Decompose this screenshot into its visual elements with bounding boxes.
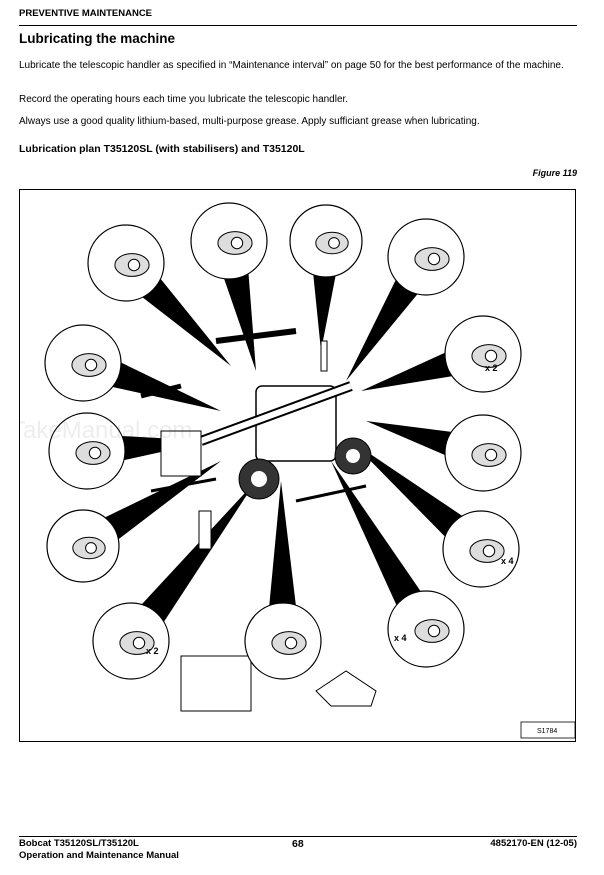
grease-nipple-icon bbox=[84, 358, 98, 372]
grease-nipple-icon bbox=[484, 349, 498, 363]
cylinder-part bbox=[295, 484, 367, 503]
callout-quantity: x 4 bbox=[501, 556, 514, 566]
paragraph: Always use a good quality lithium-based,… bbox=[19, 116, 480, 127]
page-number: 68 bbox=[292, 838, 304, 850]
page-title: Lubricating the machine bbox=[19, 31, 176, 46]
grease-nipple-icon bbox=[427, 252, 441, 266]
grease-nipple-icon bbox=[127, 258, 141, 272]
stabiliser-part bbox=[180, 655, 252, 712]
grease-nipple-icon bbox=[132, 636, 146, 650]
hub bbox=[346, 449, 360, 463]
paragraph: Record the operating hours each time you… bbox=[19, 94, 349, 105]
pin-part bbox=[320, 340, 328, 372]
header-rule bbox=[19, 25, 577, 26]
cylinder-part bbox=[215, 328, 297, 344]
grease-nipple-icon bbox=[88, 446, 102, 460]
grease-nipple-icon bbox=[482, 544, 496, 558]
fork bbox=[150, 477, 217, 493]
callout-quantity: x 4 bbox=[394, 633, 407, 643]
cylinder-part bbox=[140, 383, 182, 399]
callout-quantity: x 2 bbox=[485, 363, 498, 373]
watermark: TakeManual.com bbox=[20, 417, 192, 444]
grease-nipple-icon bbox=[328, 237, 340, 249]
document-id: 4852170-EN (12-05) bbox=[490, 838, 577, 849]
hub bbox=[251, 471, 267, 487]
paragraph: Lubricate the telescopic handler as spec… bbox=[19, 60, 564, 71]
fork-carriage bbox=[160, 430, 202, 477]
bracket-part bbox=[198, 510, 212, 550]
section-subtitle: Lubrication plan T35120SL (with stabilis… bbox=[19, 143, 305, 155]
grease-nipple-icon bbox=[85, 542, 97, 554]
footer-rule bbox=[19, 836, 577, 837]
section-header: PREVENTIVE MAINTENANCE bbox=[19, 8, 153, 19]
lubrication-diagram: x 2 x 4 x 4 x 2 S1784 TakeManual.com bbox=[11, 202, 576, 739]
boom-inner bbox=[199, 383, 353, 444]
pointer-wedge bbox=[265, 481, 301, 642]
figure-code: S1784 bbox=[537, 728, 557, 735]
link-part bbox=[179, 544, 208, 573]
figure-label: Figure 119 bbox=[532, 168, 577, 178]
hitch-part bbox=[315, 670, 377, 707]
grease-nipple-icon bbox=[284, 636, 298, 650]
callout-quantity: x 2 bbox=[146, 646, 159, 656]
figure-frame: x 2 x 4 x 4 x 2 S1784 TakeManual.com bbox=[11, 189, 576, 742]
grease-nipple-icon bbox=[230, 236, 244, 250]
grease-nipple-icon bbox=[427, 624, 441, 638]
grease-nipple-icon bbox=[484, 448, 498, 462]
